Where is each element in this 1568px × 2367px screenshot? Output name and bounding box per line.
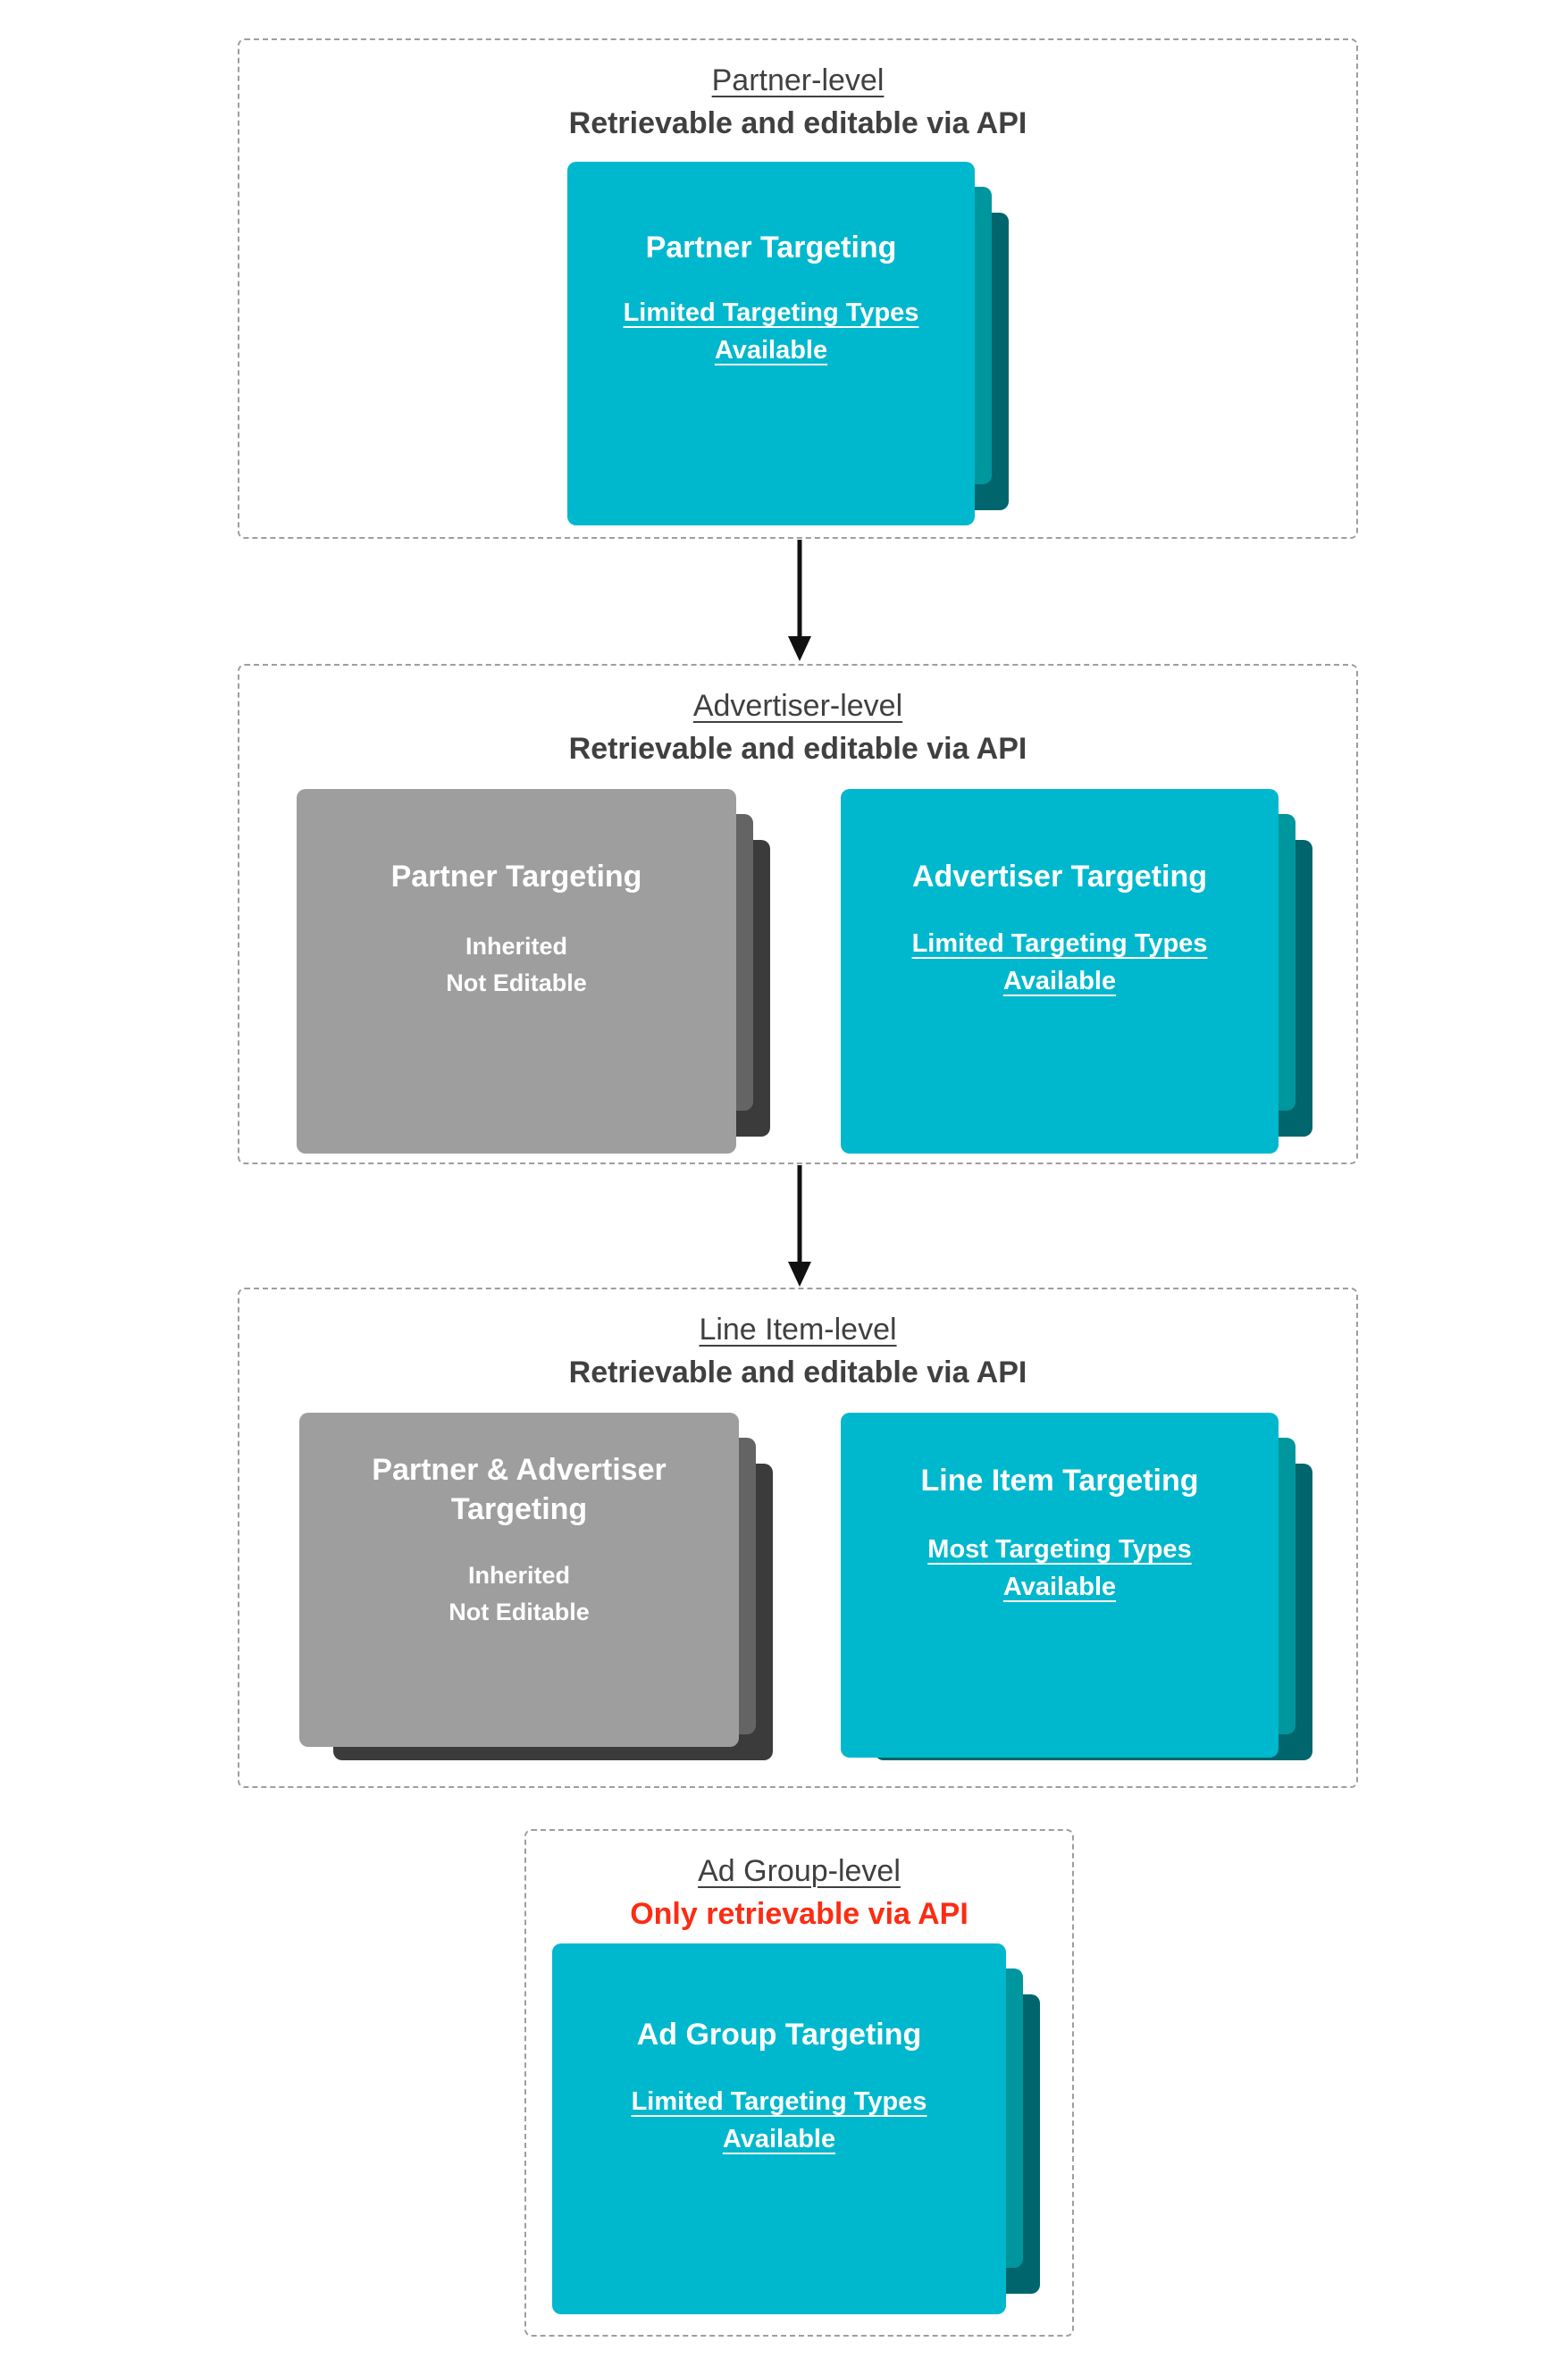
- section-title: Line Item-level: [699, 1313, 897, 1347]
- card-stack-partner-targeting: Partner Targeting Limited Targeting Type…: [567, 162, 1009, 525]
- card-line-item-targeting: Line Item Targeting Most Targeting Types…: [841, 1413, 1279, 1758]
- card-title: Partner Targeting: [645, 231, 897, 264]
- arrow-shaft: [797, 1165, 802, 1263]
- section-ad-group-level: Ad Group-level Only retrievable via API …: [524, 1829, 1074, 2337]
- card-inherited-partner-targeting: Partner Targeting Inherited Not Editable: [297, 789, 736, 1154]
- card-subtitle-line: Most Targeting Types: [927, 1535, 1192, 1565]
- card-title: Partner & Advertiser Targeting: [372, 1450, 666, 1529]
- card-body-line: Inherited: [465, 933, 567, 961]
- card-stack-advertiser-targeting: Advertiser Targeting Limited Targeting T…: [841, 789, 1312, 1154]
- arrow-head: [788, 1262, 811, 1287]
- arrow-down-icon: [788, 540, 811, 661]
- card-advertiser-targeting: Advertiser Targeting Limited Targeting T…: [841, 789, 1279, 1154]
- section-title: Advertiser-level: [692, 689, 903, 723]
- card-title: Ad Group Targeting: [636, 2018, 922, 2052]
- card-title: Line Item Targeting: [920, 1464, 1199, 1498]
- card-stack-inherited-partner-advertiser-targeting: Partner & Advertiser Targeting Inherited…: [299, 1413, 773, 1760]
- section-line-item-level: Line Item-level Retrievable and editable…: [238, 1288, 1358, 1788]
- section-partner-level: Partner-level Retrievable and editable v…: [238, 38, 1358, 539]
- card-subtitle-line: Available: [714, 336, 828, 365]
- card-subtitle: Most Targeting Types Available: [927, 1531, 1191, 1606]
- section-subtitle: Retrievable and editable via API: [568, 732, 1027, 766]
- card-inherited-partner-advertiser-targeting: Partner & Advertiser Targeting Inherited…: [299, 1413, 739, 1747]
- card-body-line: Inherited: [467, 1562, 570, 1590]
- card-stack-line-item-targeting: Line Item Targeting Most Targeting Types…: [841, 1413, 1312, 1760]
- card-subtitle-line: Limited Targeting Types: [623, 298, 919, 328]
- card-body-line: Not Editable: [449, 1598, 590, 1625]
- arrow-shaft: [797, 540, 802, 638]
- section-title: Partner-level: [711, 63, 885, 97]
- card-subtitle-line: Available: [1002, 1573, 1117, 1602]
- card-subtitle-line: Available: [1002, 967, 1117, 996]
- card-subtitle: Limited Targeting Types Available: [632, 2083, 927, 2158]
- card-title-line: Partner & Advertiser: [372, 1453, 667, 1487]
- section-subtitle: Only retrievable via API: [630, 1897, 968, 1931]
- card-body-line: Not Editable: [446, 969, 587, 996]
- card-body: Inherited Not Editable: [446, 928, 587, 1001]
- section-subtitle: Retrievable and editable via API: [568, 1356, 1027, 1389]
- card-subtitle-line: Limited Targeting Types: [911, 929, 1208, 959]
- card-title: Partner Targeting: [390, 860, 642, 894]
- card-stack-ad-group-targeting: Ad Group Targeting Limited Targeting Typ…: [552, 1943, 1040, 2314]
- section-title: Ad Group-level: [698, 1854, 901, 1888]
- card-subtitle-line: Limited Targeting Types: [631, 2087, 927, 2117]
- card-title: Advertiser Targeting: [911, 860, 1207, 894]
- card-subtitle: Limited Targeting Types Available: [912, 925, 1208, 1000]
- card-title-line: Targeting: [450, 1492, 588, 1527]
- section-advertiser-level: Advertiser-level Retrievable and editabl…: [238, 664, 1358, 1164]
- card-subtitle-line: Available: [722, 2125, 836, 2154]
- card-partner-targeting: Partner Targeting Limited Targeting Type…: [567, 162, 975, 525]
- card-body: Inherited Not Editable: [449, 1557, 590, 1630]
- card-stack-inherited-partner-targeting: Partner Targeting Inherited Not Editable: [297, 789, 770, 1154]
- card-ad-group-targeting: Ad Group Targeting Limited Targeting Typ…: [552, 1943, 1006, 2314]
- section-subtitle: Retrievable and editable via API: [568, 106, 1027, 140]
- card-subtitle: Limited Targeting Types Available: [624, 294, 919, 369]
- arrow-down-icon: [788, 1165, 811, 1287]
- arrow-head: [788, 636, 811, 661]
